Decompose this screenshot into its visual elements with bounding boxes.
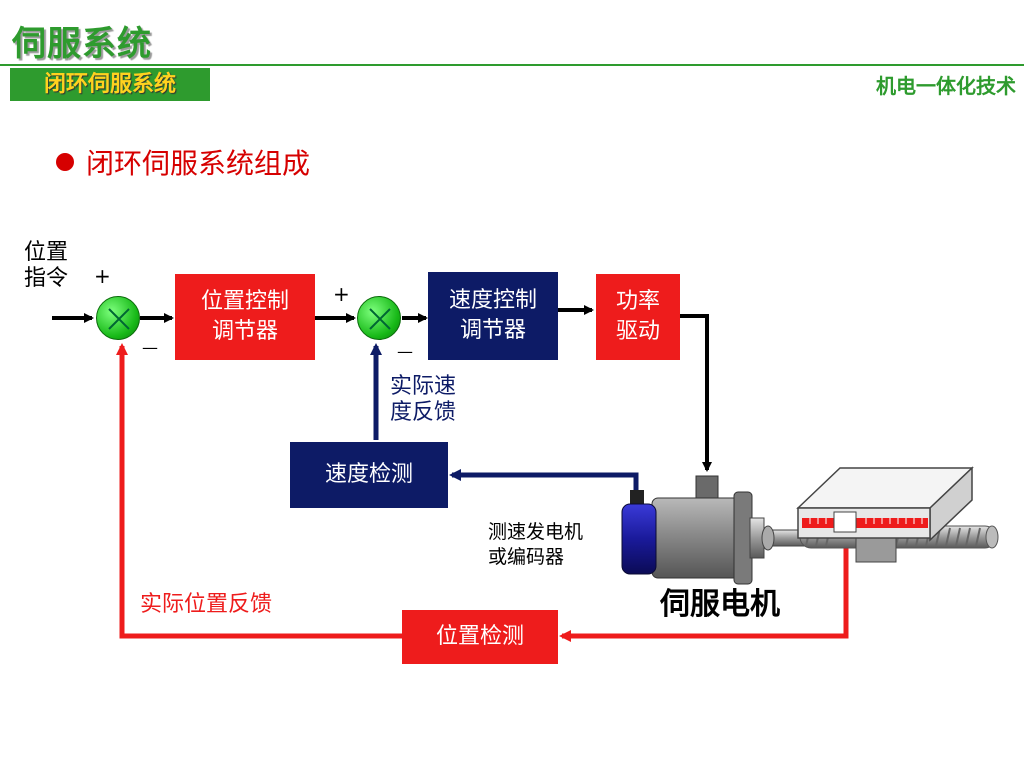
summing-junction-1 — [96, 296, 140, 340]
page-title: 伺服系统 — [12, 24, 152, 64]
sum1-minus-sign: — — [142, 338, 158, 357]
speed-detection-block: 速度检测 — [290, 442, 448, 508]
bullet-dot-icon — [56, 153, 74, 171]
encoder-icon — [621, 490, 657, 575]
sum2-plus-sign: + — [333, 282, 350, 306]
bullet-text: 闭环伺服系统组成 — [86, 147, 311, 180]
encoder-label: 测速发电机 或编码器 — [488, 521, 584, 568]
ball-screw-table-icon — [796, 466, 999, 563]
power-drive-block: 功率 驱动 — [596, 274, 680, 360]
position-detection-block: 位置检测 — [402, 610, 558, 664]
position-feedback-line — [116, 343, 402, 639]
section-tab: 闭环伺服系统 — [10, 68, 210, 101]
drive-to-motor-arrow — [680, 314, 712, 472]
speed-feedback-label: 实际速 度反馈 — [390, 374, 457, 425]
position-feedback-label: 实际位置反馈 — [140, 592, 273, 617]
course-brand: 机电一体化技术 — [876, 74, 1016, 98]
cross-icon — [369, 308, 391, 330]
servo-motor-icon — [651, 475, 805, 585]
position-controller-block: 位置控制 调节器 — [175, 274, 315, 360]
sum2-minus-sign: — — [397, 342, 413, 361]
title-divider — [0, 64, 1024, 66]
speed-controller-block: 速度控制 调节器 — [428, 272, 558, 360]
bullet-heading: 闭环伺服系统组成 — [56, 142, 310, 182]
position-command-label: 位置 指令 — [24, 240, 69, 291]
servo-motor-label: 伺服电机 — [660, 587, 780, 622]
position-sensor-to-detect-line — [559, 528, 849, 642]
speed-feedback-line — [449, 469, 639, 490]
summing-junction-2 — [357, 296, 401, 340]
sum1-plus-sign: + — [94, 264, 111, 288]
cross-icon — [108, 308, 130, 330]
